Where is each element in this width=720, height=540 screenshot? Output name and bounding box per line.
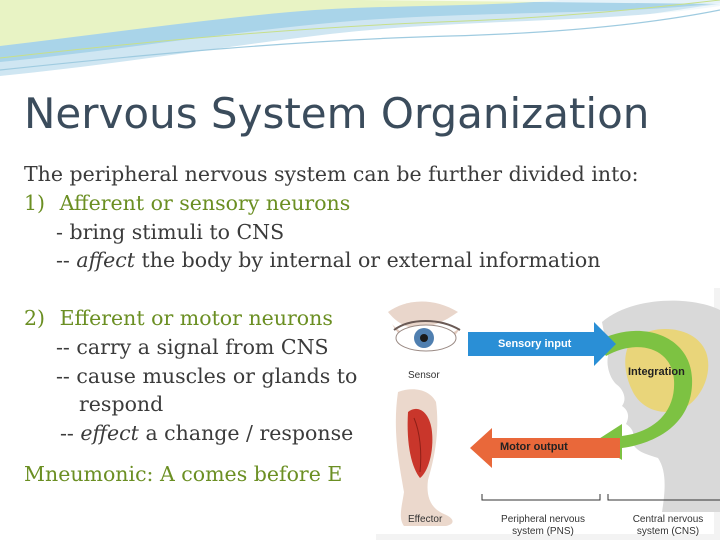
item-2-line-4-prefix: -- bbox=[60, 421, 74, 445]
item-1-line-2: -- affect the body by internal or extern… bbox=[56, 246, 600, 274]
page-title: Nervous System Organization bbox=[24, 89, 650, 138]
item-2-heading-line: 2) Efferent or motor neurons bbox=[24, 304, 333, 332]
item-2-heading: Efferent or motor neurons bbox=[59, 306, 333, 330]
item-2-line-4-rest: a change / response bbox=[145, 421, 354, 445]
item-2-line-1: -- carry a signal from CNS bbox=[56, 335, 329, 359]
sensory-input-label: Sensory input bbox=[498, 338, 572, 350]
nervous-system-diagram: Sensory input Integration Motor output S… bbox=[370, 282, 720, 540]
decorative-wave-banner bbox=[0, 0, 720, 76]
item-1-number: 1) bbox=[24, 191, 46, 215]
diagram-illustration bbox=[370, 282, 720, 540]
motor-output-arrow bbox=[470, 428, 620, 468]
item-1-line-2-rest: the body by internal or external informa… bbox=[141, 248, 601, 272]
sensory-input-arrow bbox=[468, 322, 616, 366]
item-1-heading: Afferent or sensory neurons bbox=[59, 191, 351, 215]
pns-label-line-1: Peripheral nervous bbox=[501, 514, 585, 525]
item-1-heading-line: 1) Afferent or sensory neurons bbox=[24, 189, 350, 217]
item-2-line-3: respond bbox=[79, 392, 164, 416]
leg-muscle-icon bbox=[395, 389, 453, 526]
item-1-affect-word: affect bbox=[76, 248, 135, 272]
sensor-label: Sensor bbox=[408, 370, 440, 381]
cns-label-line-2: system (CNS) bbox=[636, 526, 700, 537]
item-2-line-2: -- cause muscles or glands to bbox=[56, 364, 358, 388]
eye-icon bbox=[388, 301, 461, 352]
item-1-line-2-prefix: -- bbox=[56, 248, 70, 272]
intro-text: The peripheral nervous system can be fur… bbox=[24, 162, 639, 186]
cns-label: Central nervous system (CNS) bbox=[618, 514, 718, 538]
item-2-line-4: -- effect a change / response bbox=[60, 419, 353, 447]
mnemonic-text: Mneumonic: A comes before E bbox=[24, 462, 343, 486]
integration-label: Integration bbox=[628, 366, 685, 378]
pns-label: Peripheral nervous system (PNS) bbox=[488, 514, 598, 538]
motor-output-label: Motor output bbox=[500, 441, 568, 453]
item-2-number: 2) bbox=[24, 306, 46, 330]
integration-arrow bbox=[594, 330, 693, 460]
cns-label-line-1: Central nervous bbox=[632, 514, 704, 525]
effector-label: Effector bbox=[408, 514, 443, 525]
item-2-effect-word: effect bbox=[80, 421, 139, 445]
item-1-line-1: - bring stimuli to CNS bbox=[56, 220, 285, 244]
pns-label-line-2: system (PNS) bbox=[512, 526, 574, 537]
